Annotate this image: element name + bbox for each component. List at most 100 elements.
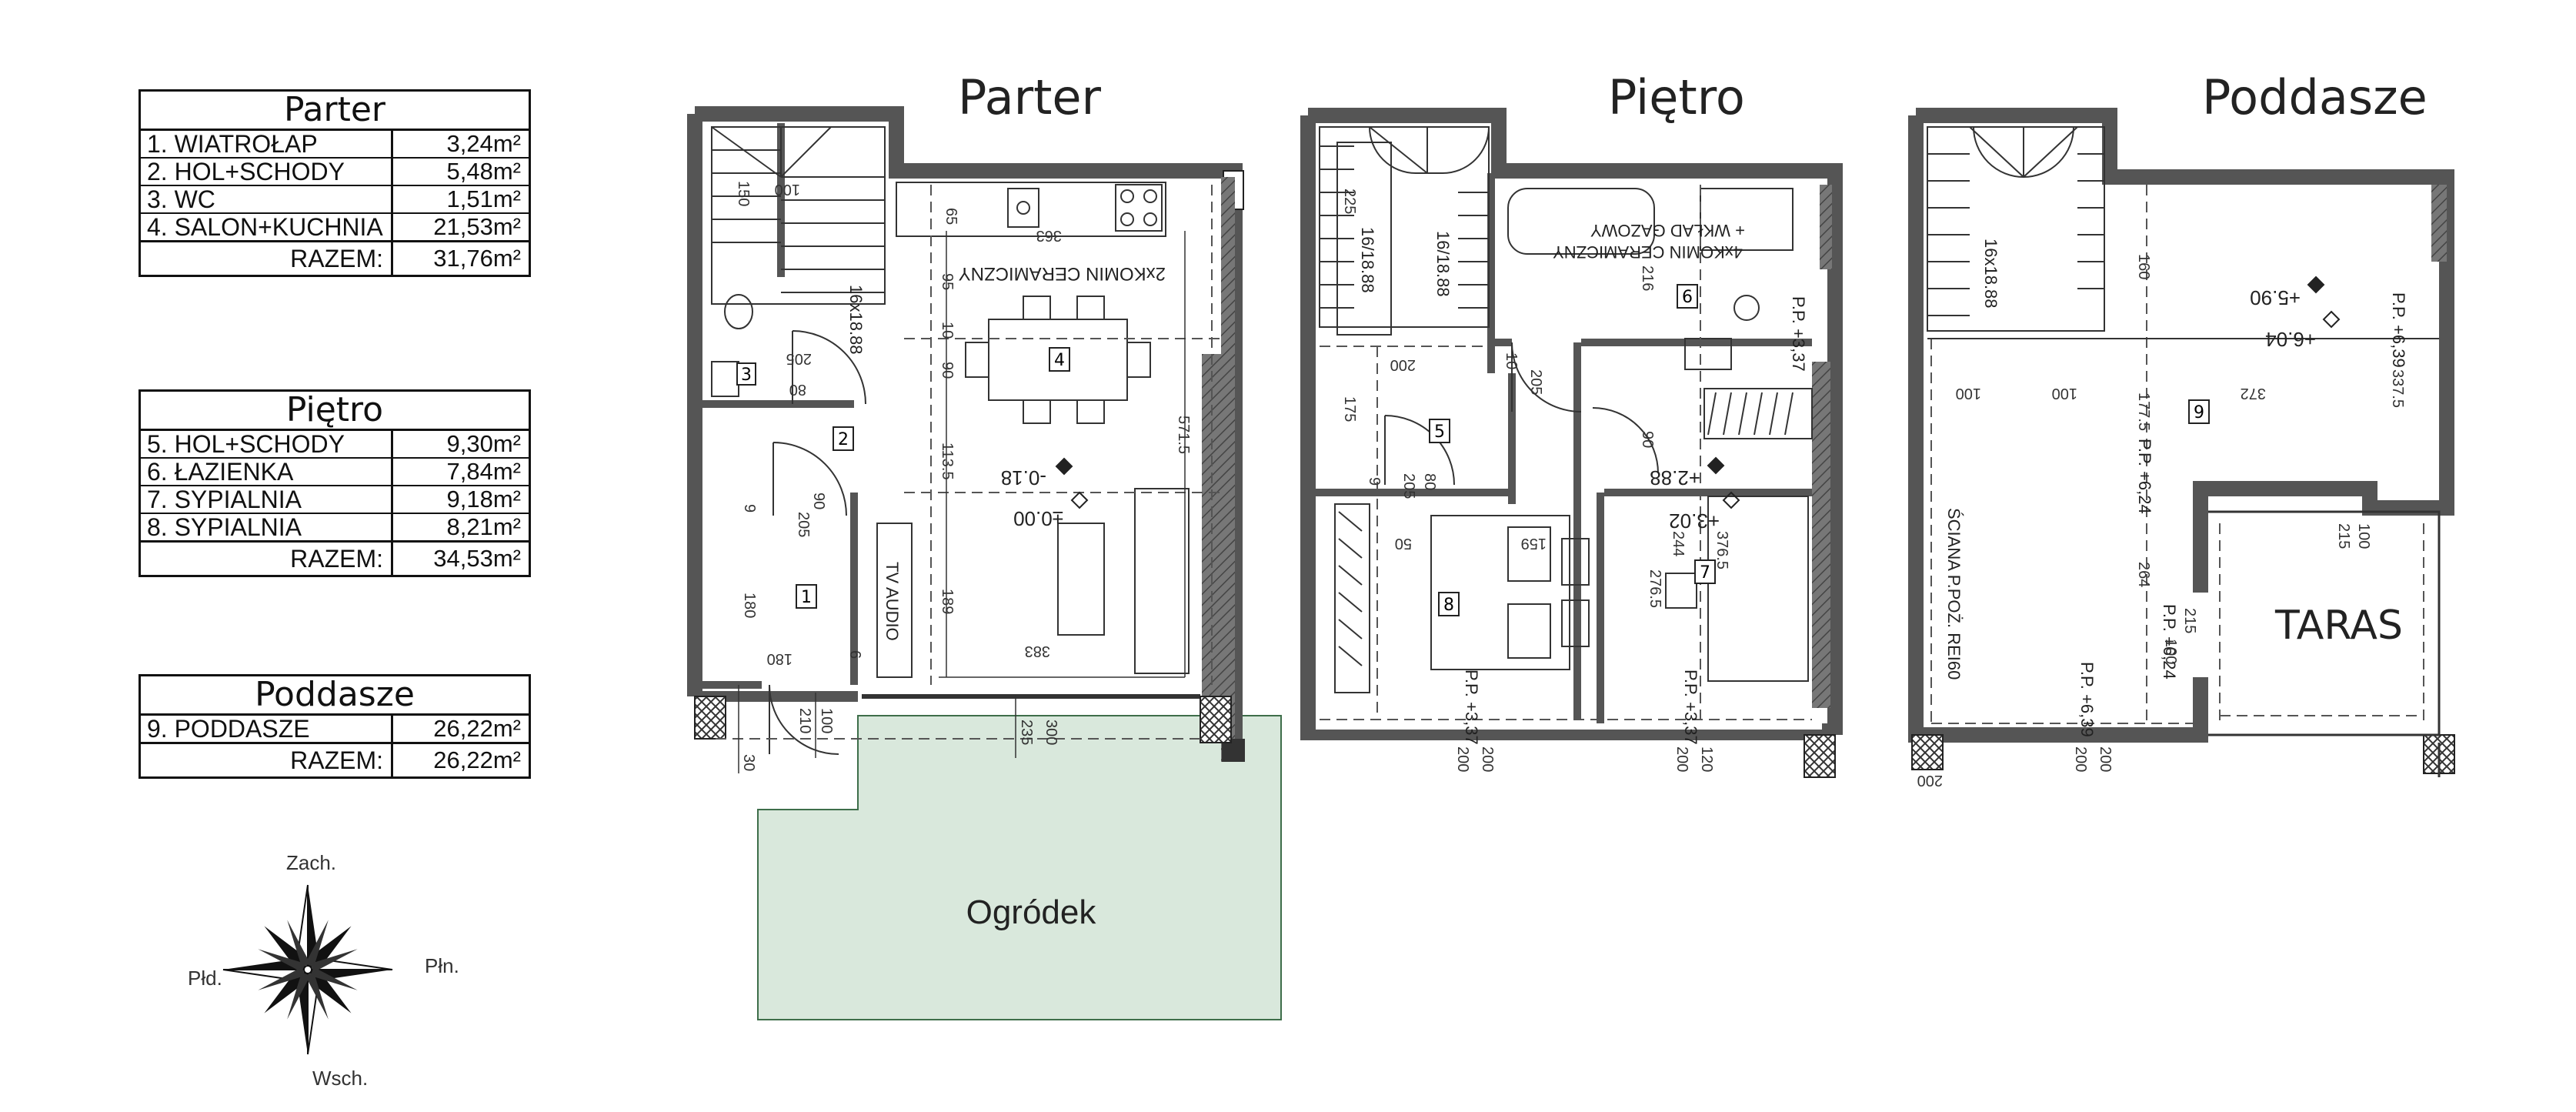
table-total-row: RAZEM:34,53m²	[141, 542, 529, 575]
dimension-label: 10	[939, 322, 956, 339]
stairs-label: 16/18.88	[1358, 227, 1377, 293]
level-marker: P.P. +6,24	[2135, 439, 2154, 514]
room-number: 3	[741, 366, 752, 385]
room-area: 3,24m²	[446, 130, 521, 157]
dimension-label: 205	[1527, 369, 1544, 395]
dimension-label: 95	[939, 273, 956, 290]
total-label: RAZEM:	[141, 242, 393, 275]
dimension-label: 363	[1036, 227, 1062, 244]
dimension-label: 205	[786, 350, 812, 367]
dimension-label: 216	[1639, 265, 1656, 291]
dimension-label: 9	[741, 504, 758, 513]
total-label: RAZEM:	[141, 744, 393, 776]
room-number: 9	[2194, 403, 2204, 422]
dimension-label: 200	[1673, 746, 1690, 772]
dimension-label: 372	[2241, 385, 2266, 402]
tv-label: TV AUDIO	[883, 562, 902, 641]
dimension-label: 244	[1670, 531, 1687, 556]
compass-label-right: Płn.	[425, 954, 459, 977]
dimension-label: 6	[846, 650, 863, 659]
room-number: 1	[801, 588, 812, 607]
room-name: 2. HOL+SCHODY	[141, 159, 393, 185]
dimension-label: 225	[1341, 189, 1358, 214]
dimension-label: 210	[796, 708, 813, 733]
dimension-label: 100	[775, 181, 800, 198]
dimension-label: 200	[1454, 746, 1471, 772]
dimension-label: 175	[1341, 396, 1358, 422]
dimension-label: 177.5	[2135, 392, 2152, 431]
table-title: Poddasze	[141, 676, 529, 716]
compass-rose	[222, 884, 393, 1055]
total-area: 31,76m²	[433, 245, 521, 272]
dimension-label: 200	[1479, 746, 1496, 772]
dimension-label: 100	[2355, 523, 2372, 549]
dimension-label: 215	[2335, 523, 2352, 549]
dimension-label: 383	[1025, 643, 1050, 660]
room-number: 8	[1443, 596, 1454, 615]
dimension-label: 159	[1521, 535, 1547, 552]
total-area: 26,22m²	[433, 746, 521, 773]
compass-label-bottom: Wsch.	[312, 1067, 369, 1090]
dimension-label: 200	[1390, 356, 1416, 373]
dimension-label: 100	[818, 708, 835, 733]
table-row: 8. SYPIALNIA 8,21m²	[141, 514, 529, 542]
dimension-label: 80	[1421, 473, 1438, 490]
dimension-label: 337.5	[2389, 369, 2406, 408]
level-marker: P.P. +6,39	[2389, 292, 2408, 368]
terrace-label: TARAS	[2274, 603, 2403, 649]
dimension-label: 90	[1639, 431, 1656, 448]
dimension-label: 200	[2097, 746, 2114, 772]
plan-parter: 2 3 1 4 -0.18 ±0.00 2xKOMIN CERAMICZNY 1…	[687, 106, 1282, 1020]
chimney-label: 2xKOMIN CERAMICZNY	[959, 263, 1166, 284]
level-marker: +3.02	[1669, 509, 1720, 533]
room-name: 3. WC	[141, 186, 393, 212]
compass-label-left: Płd.	[188, 967, 222, 990]
room-name: 5. HOL+SCHODY	[141, 431, 393, 457]
plan-pietro: 5 6 7 8 +2.88 +3.02 4xKOMIN CERAMICZNY +…	[1300, 108, 1843, 778]
level-marker: +5.90	[2250, 286, 2301, 309]
table-title: Parter	[141, 92, 529, 131]
plan-title-parter: Parter	[958, 69, 1102, 125]
level-marker: ±0.00	[1013, 507, 1063, 530]
level-marker: P.P. +3,37	[1462, 670, 1481, 745]
room-number: 7	[1700, 563, 1710, 583]
dimension-label: 180	[767, 650, 792, 667]
level-marker: P.P. +3,37	[1681, 670, 1700, 745]
plan-title-pietro: Piętro	[1608, 69, 1745, 125]
stairs-label: 16x18.88	[846, 285, 866, 355]
room-area: 9,30m²	[446, 430, 521, 457]
dimension-label: 90	[810, 493, 827, 509]
dimension-label: 50	[1395, 535, 1412, 552]
dimension-label: 10	[1503, 352, 1520, 369]
table-total-row: RAZEM: 31,76m²	[141, 242, 529, 275]
gas-insert-label: + WKŁAD GAZOWY	[1590, 221, 1745, 240]
dimension-label: 376.5	[1713, 531, 1730, 569]
table-total-row: RAZEM: 26,22m²	[141, 743, 529, 776]
level-marker: +6.04	[2265, 328, 2316, 351]
dimension-label: 80	[789, 381, 806, 398]
room-area: 8,21m²	[446, 513, 521, 540]
dimension-label: 90	[939, 362, 956, 379]
dimension-label: 150	[735, 181, 752, 206]
dimension-label: 100	[2052, 385, 2077, 402]
dimension-label: 300	[1043, 720, 1059, 745]
chimney-label: 4xKOMIN CERAMICZNY	[1553, 242, 1743, 262]
room-number: 6	[1682, 288, 1693, 307]
dimension-label: 30	[740, 754, 757, 771]
dimension-label: 113.5	[939, 442, 956, 480]
room-name: 8. SYPIALNIA	[141, 514, 393, 540]
dimension-label: 571.5	[1175, 416, 1192, 454]
dimension-label: 100	[1956, 385, 1981, 402]
dimension-label: 215	[2181, 608, 2198, 633]
level-marker: -0.18	[1001, 466, 1046, 489]
room-name: 7. SYPIALNIA	[141, 486, 393, 513]
dimension-label: 65	[943, 208, 959, 225]
dimension-label: 100	[2162, 639, 2179, 664]
garden-label: Ogródek	[966, 893, 1097, 931]
